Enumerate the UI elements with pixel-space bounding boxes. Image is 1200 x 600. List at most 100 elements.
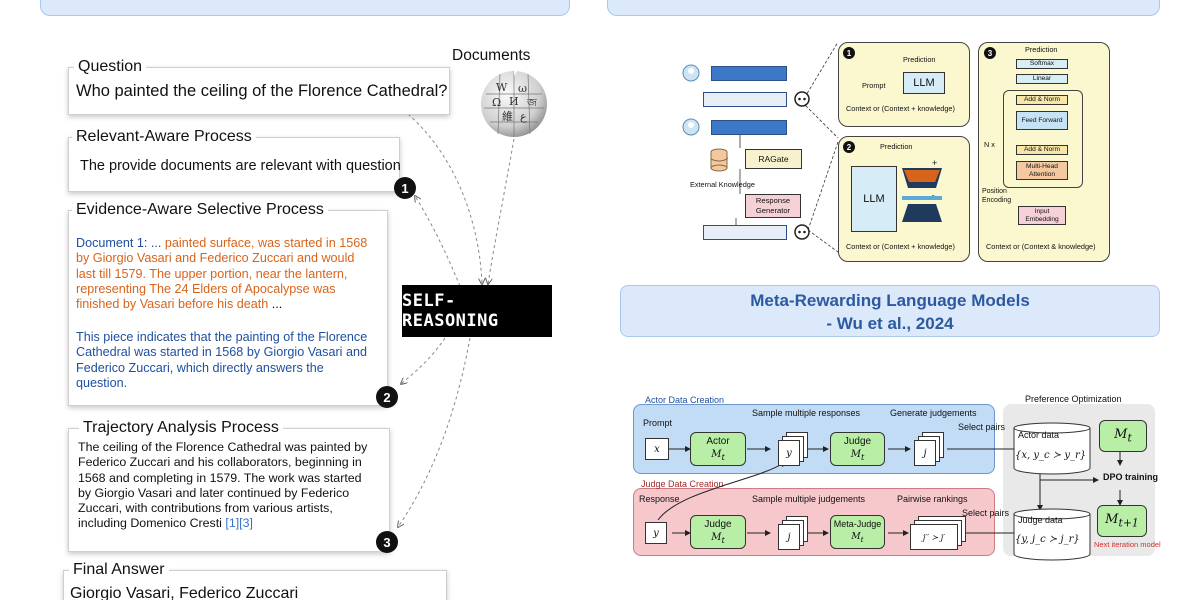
panel-3-number: 3 bbox=[984, 47, 996, 59]
generate-judgements-label: Generate judgements bbox=[890, 408, 977, 418]
select-pairs-1: Select pairs bbox=[958, 422, 1006, 432]
judge-mt-label: Mt bbox=[850, 448, 865, 462]
badge-2: 2 bbox=[376, 386, 398, 408]
svg-text:ع: ع bbox=[520, 110, 527, 123]
actor-label: Actor bbox=[706, 435, 730, 447]
dpo-training-label: DPO training bbox=[1103, 472, 1159, 482]
trajectory-label: Trajectory Analysis Process bbox=[79, 419, 283, 437]
meta-judge-label: Meta-Judge bbox=[833, 519, 882, 530]
trajectory-card bbox=[68, 428, 390, 552]
documents-label: Documents bbox=[452, 47, 531, 64]
softmax-box: Softmax bbox=[1016, 59, 1068, 69]
mt-current-label: Mt bbox=[1114, 426, 1132, 445]
svg-text:জ: জ bbox=[526, 96, 537, 109]
question-text: Who painted the ceiling of the Florence … bbox=[76, 82, 448, 100]
next-iteration-label: Next iteration model bbox=[1094, 540, 1161, 549]
ragate-box: RAGate bbox=[745, 149, 802, 169]
arrow-question-to-center bbox=[407, 113, 482, 284]
panel-1-context: Context or (Context + knowledge) bbox=[846, 104, 955, 113]
panel-1-llm-box: LLM bbox=[903, 72, 945, 94]
panel-3-prediction: Prediction bbox=[1025, 45, 1058, 54]
sample-responses-label: Sample multiple responses bbox=[752, 408, 861, 418]
feed-forward-box: Feed Forward bbox=[1016, 111, 1068, 130]
nx-label: N x bbox=[984, 140, 995, 149]
judge-data-set: {y, j_c ≻ j_r} bbox=[1015, 534, 1080, 545]
panel-3-context: Context or (Context & knowledge) bbox=[986, 242, 1096, 251]
panel-1-number: 1 bbox=[843, 47, 855, 59]
meta-rewarding-title-box: Meta-Rewarding Language Models - Wu et a… bbox=[620, 285, 1160, 337]
system-turn-bar bbox=[703, 92, 787, 107]
judge2-label: Judge bbox=[704, 518, 732, 530]
svg-text:И: И bbox=[509, 95, 519, 108]
badge-1: 1 bbox=[394, 177, 416, 199]
preference-label: Preference Optimization bbox=[1025, 394, 1122, 404]
judge-lane-label: Judge Data Creation bbox=[641, 479, 724, 489]
mt-model-box: Mt bbox=[1099, 420, 1147, 452]
arrow-center-to-2 bbox=[401, 337, 446, 384]
evidence-document-text: Document 1: ... painted surface, was sta… bbox=[76, 236, 376, 312]
svg-text:維: 維 bbox=[502, 110, 513, 123]
panel-1-prompt: Prompt bbox=[862, 81, 886, 90]
badge-3: 3 bbox=[376, 531, 398, 553]
next-model-box: Mt+1 bbox=[1097, 505, 1147, 537]
sample-judgements-label: Sample multiple judgements bbox=[752, 494, 866, 504]
trajectory-text: The ceiling of the Florence Cathedral wa… bbox=[78, 440, 378, 532]
evidence-label: Evidence-Aware Selective Process bbox=[72, 201, 328, 219]
x-box: x bbox=[645, 438, 669, 460]
panel-1-prediction: Prediction bbox=[903, 55, 936, 64]
evidence-doc-prefix: Document 1: ... bbox=[76, 236, 162, 250]
response-generator-box: Response Generator bbox=[745, 194, 801, 218]
svg-text:ω: ω bbox=[518, 82, 527, 95]
input-embedding-box: Input Embedding bbox=[1018, 206, 1066, 225]
select-pairs-2: Select pairs bbox=[962, 508, 1010, 518]
evidence-conclusion: This piece indicates that the painting o… bbox=[76, 330, 368, 390]
self-reasoning-label: SELF-REASONING bbox=[402, 285, 552, 337]
question-label: Question bbox=[74, 58, 147, 76]
transformer-block bbox=[1003, 90, 1083, 188]
actor-data-label: Actor data bbox=[1018, 430, 1060, 440]
meta-rewarding-title: Meta-Rewarding Language Models bbox=[750, 291, 1030, 310]
dashed-arrows bbox=[0, 113, 516, 600]
panel-2-context: Context or (Context + knowledge) bbox=[846, 242, 955, 251]
pairwise-rankings-label: Pairwise rankings bbox=[897, 494, 968, 504]
robot-icon bbox=[794, 91, 810, 107]
system-response-bar bbox=[703, 225, 787, 240]
top-left-title-pill bbox=[40, 0, 570, 16]
actor-lane-label: Actor Data Creation bbox=[645, 395, 725, 405]
judge-data-cylinder bbox=[1013, 508, 1091, 561]
add-norm-box-1: Add & Norm bbox=[1016, 95, 1068, 105]
meta-rewarding-subtitle: - Wu et al., 2024 bbox=[826, 314, 954, 333]
actor-mt-label: Mt bbox=[711, 448, 725, 462]
arrow-center-to-1 bbox=[415, 196, 461, 287]
evidence-card bbox=[68, 210, 388, 406]
user-avatar-icon bbox=[682, 64, 700, 82]
panel-2-llm-box: LLM bbox=[851, 166, 897, 232]
prompt-label: Prompt bbox=[643, 418, 673, 428]
trajectory-refs: [1][3] bbox=[225, 516, 253, 531]
robot-icon-2 bbox=[794, 224, 810, 240]
multi-head-attention-box: Multi-Head Attention bbox=[1016, 161, 1068, 180]
relevant-card bbox=[68, 137, 400, 192]
external-knowledge-label: External Knowledge bbox=[690, 180, 755, 189]
relevant-label: Relevant-Aware Process bbox=[72, 128, 256, 146]
database-icon bbox=[710, 148, 728, 172]
trajectory-body: The ceiling of the Florence Cathedral wa… bbox=[78, 440, 368, 531]
actor-data-cylinder bbox=[1013, 422, 1091, 475]
linear-box: Linear bbox=[1016, 74, 1068, 84]
add-norm-box-2: Add & Norm bbox=[1016, 145, 1068, 155]
actor-data-set: {x, y_c ≻ y_r} bbox=[1015, 450, 1087, 461]
j-stack-box: j bbox=[914, 440, 936, 466]
panel-2-plus: + bbox=[932, 158, 938, 168]
arrow-docs-to-center bbox=[488, 132, 516, 284]
judge2-mt-label: Mt bbox=[711, 531, 725, 545]
j-judgement-stack-box: j bbox=[778, 524, 800, 550]
final-answer-text: Giorgio Vasari, Federico Zuccari bbox=[70, 585, 299, 600]
ranking-stack-box: j′′ ≻ j′ bbox=[910, 524, 958, 550]
panel-2-trapezoid-icons bbox=[902, 168, 942, 222]
y-response-box: y bbox=[645, 522, 667, 544]
response-label: Response bbox=[639, 494, 680, 504]
